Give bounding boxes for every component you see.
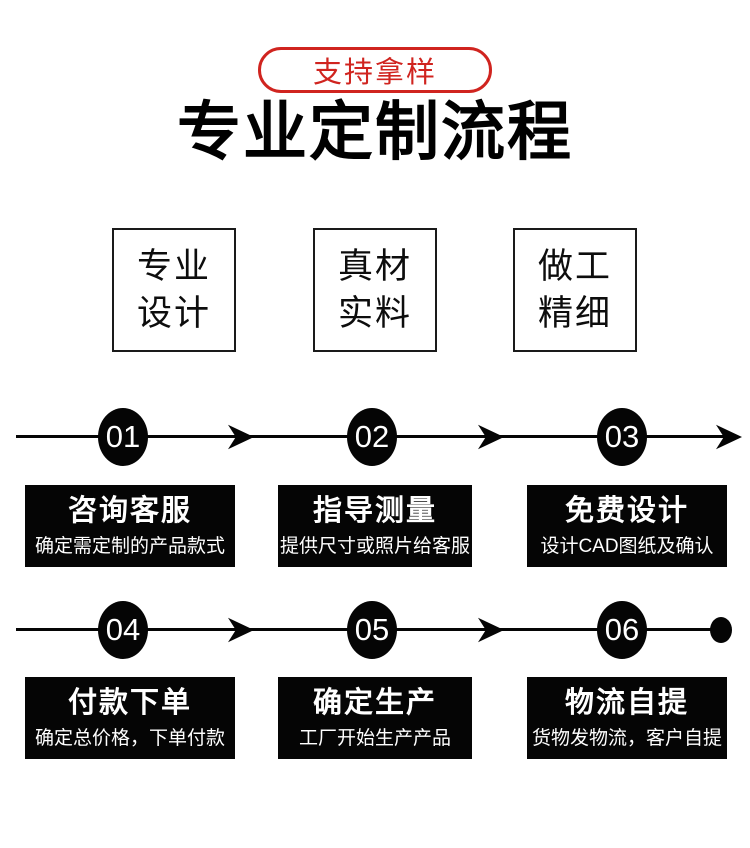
feature-line: 真材 — [337, 247, 412, 286]
feature-line: 专业 — [136, 247, 211, 286]
step-title: 付款下单 — [67, 686, 192, 719]
step-card-free-design: 免费设计 设计CAD图纸及确认 — [527, 485, 727, 567]
feature-line: 精细 — [537, 294, 612, 333]
step-number-badge-01: 01 — [98, 408, 148, 466]
page-title: 专业定制流程 — [177, 96, 573, 168]
step-card-logistics: 物流自提 货物发物流，客户自提 — [527, 677, 727, 759]
step-description: 设计CAD图纸及确认 — [540, 535, 714, 557]
step-description: 货物发物流，客户自提 — [531, 727, 722, 749]
step-number-badge-04: 04 — [98, 601, 148, 659]
sample-support-label: 支持拿样 — [312, 57, 437, 89]
feature-line: 做工 — [537, 247, 612, 286]
sample-support-badge: 支持拿样 — [258, 47, 492, 93]
step-description: 确定总价格，下单付款 — [34, 727, 225, 749]
step-cards-row-1: 咨询客服 确定需定制的产品款式 指导测量 提供尺寸或照片给客服 免费设计 设计C… — [0, 485, 750, 567]
step-title: 咨询客服 — [67, 494, 192, 527]
step-description: 确定需定制的产品款式 — [34, 535, 225, 557]
step-card-measure: 指导测量 提供尺寸或照片给客服 — [278, 485, 472, 567]
step-number-badge-05: 05 — [347, 601, 397, 659]
feature-box-materials: 真材 实料 — [313, 228, 437, 352]
step-card-payment: 付款下单 确定总价格，下单付款 — [25, 677, 235, 759]
step-number-badge-06: 06 — [597, 601, 647, 659]
step-title: 指导测量 — [312, 494, 437, 527]
feature-line: 实料 — [337, 294, 412, 333]
step-card-consult: 咨询客服 确定需定制的产品款式 — [25, 485, 235, 567]
feature-line: 设计 — [136, 294, 211, 333]
step-card-production: 确定生产 工厂开始生产产品 — [278, 677, 472, 759]
flow-end-dot-icon — [710, 617, 732, 643]
flow-timeline-row-1: 01 02 03 — [0, 407, 750, 467]
flow-timeline-row-2: 04 05 06 — [0, 600, 750, 660]
step-number-badge-02: 02 — [347, 408, 397, 466]
step-title: 确定生产 — [312, 686, 437, 719]
step-title: 免费设计 — [564, 494, 689, 527]
feature-box-design: 专业 设计 — [112, 228, 236, 352]
step-description: 工厂开始生产产品 — [298, 727, 451, 749]
step-cards-row-2: 付款下单 确定总价格，下单付款 确定生产 工厂开始生产产品 物流自提 货物发物流… — [0, 677, 750, 759]
step-title: 物流自提 — [564, 686, 689, 719]
step-description: 提供尺寸或照片给客服 — [279, 535, 470, 557]
feature-box-workmanship: 做工 精细 — [513, 228, 637, 352]
step-number-badge-03: 03 — [597, 408, 647, 466]
